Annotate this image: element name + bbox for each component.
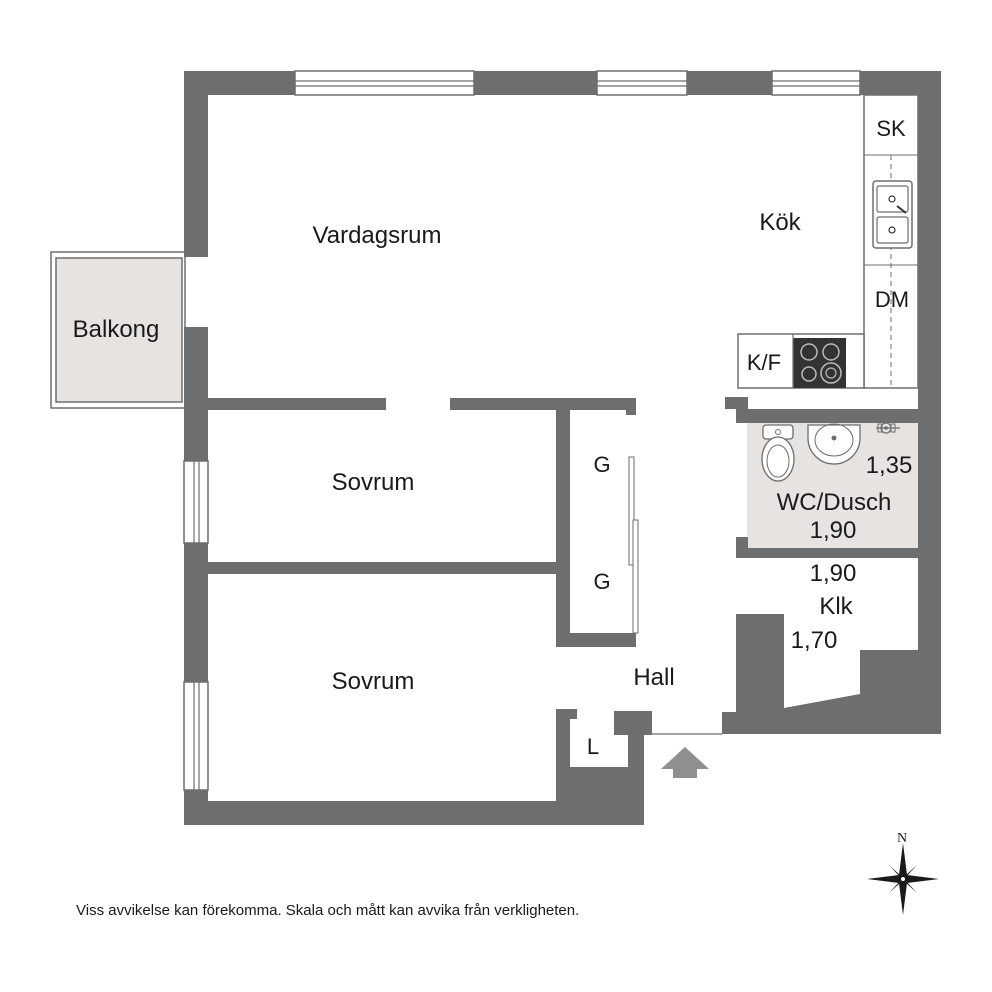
stove-icon [793, 338, 846, 388]
room-label-kok: Kök [759, 209, 801, 236]
room-label-sovrum-2: Sovrum [332, 668, 415, 695]
compass-rose-icon [867, 843, 939, 915]
disclaimer-text: Viss avvikelse kan förekomma. Skala och … [76, 902, 580, 919]
room-label-vardagsrum: Vardagsrum [313, 222, 442, 249]
compass-north-label: N [897, 831, 907, 846]
dimension-klk-depth: 1,70 [791, 627, 838, 654]
fixture-label-dm: DM [875, 287, 909, 312]
dimension-klk-width: 1,90 [810, 560, 857, 587]
fixture-label-g-1: G [593, 452, 610, 477]
room-label-balkong: Balkong [73, 316, 160, 343]
entrance-arrow-icon [661, 747, 709, 778]
dimension-wc-depth: 1,90 [810, 517, 857, 544]
sink-icon [872, 180, 913, 249]
dimension-wc-width: 1,35 [866, 452, 913, 479]
fixture-label-kf: K/F [747, 350, 781, 375]
room-label-wc: WC/Dusch [777, 489, 892, 516]
toilet-icon [761, 424, 795, 482]
windows-left [183, 460, 209, 791]
balcony [50, 251, 186, 409]
room-label-sovrum-1: Sovrum [332, 469, 415, 496]
shower-icon [876, 422, 900, 434]
room-label-klk: Klk [819, 593, 853, 620]
room-label-hall: Hall [633, 664, 674, 691]
washbasin-icon [807, 423, 861, 465]
fixture-label-g-2: G [593, 569, 610, 594]
fixture-label-l: L [587, 734, 599, 759]
fixture-label-sk: SK [876, 116, 906, 141]
windows-top [294, 70, 861, 96]
wardrobe-sliding-door [628, 456, 639, 634]
